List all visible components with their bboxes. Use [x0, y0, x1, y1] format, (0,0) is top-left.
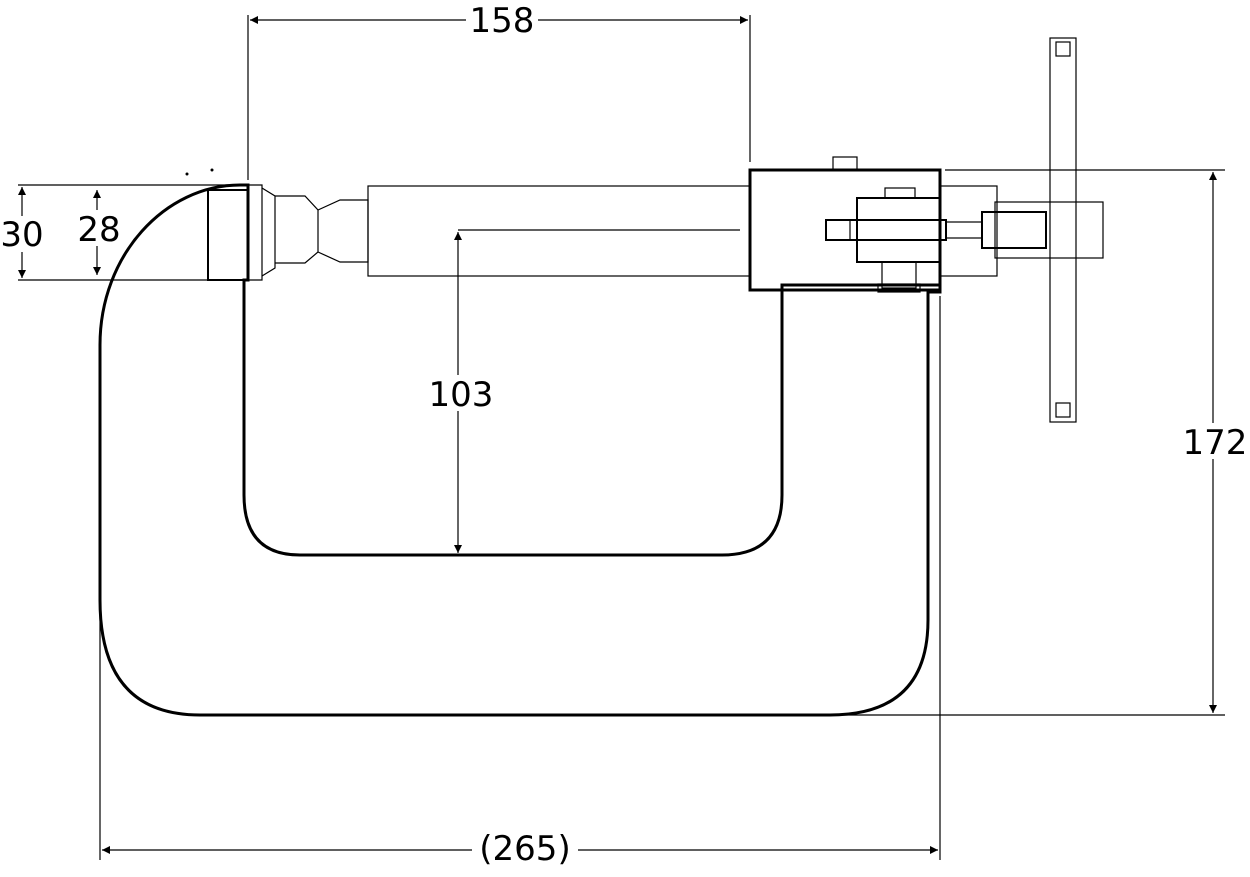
- dim-label-overall-length: (265): [479, 829, 570, 869]
- dimension-lines: [18, 16, 1217, 854]
- extension-lines: [18, 15, 1225, 860]
- dim-label-top-width: 158: [470, 1, 535, 41]
- head-block: [748, 156, 947, 293]
- dim-label-inner-height: 28: [77, 210, 120, 250]
- fixed-jaw: [207, 184, 369, 281]
- spindle-handle: [939, 37, 1104, 423]
- upper-beam: [367, 185, 751, 277]
- dim-label-throat-depth: 103: [429, 375, 494, 415]
- dim-label-total-height: 172: [1183, 423, 1248, 463]
- clamp-frame: [98, 183, 942, 717]
- dim-label-outer-height: 30: [0, 215, 43, 255]
